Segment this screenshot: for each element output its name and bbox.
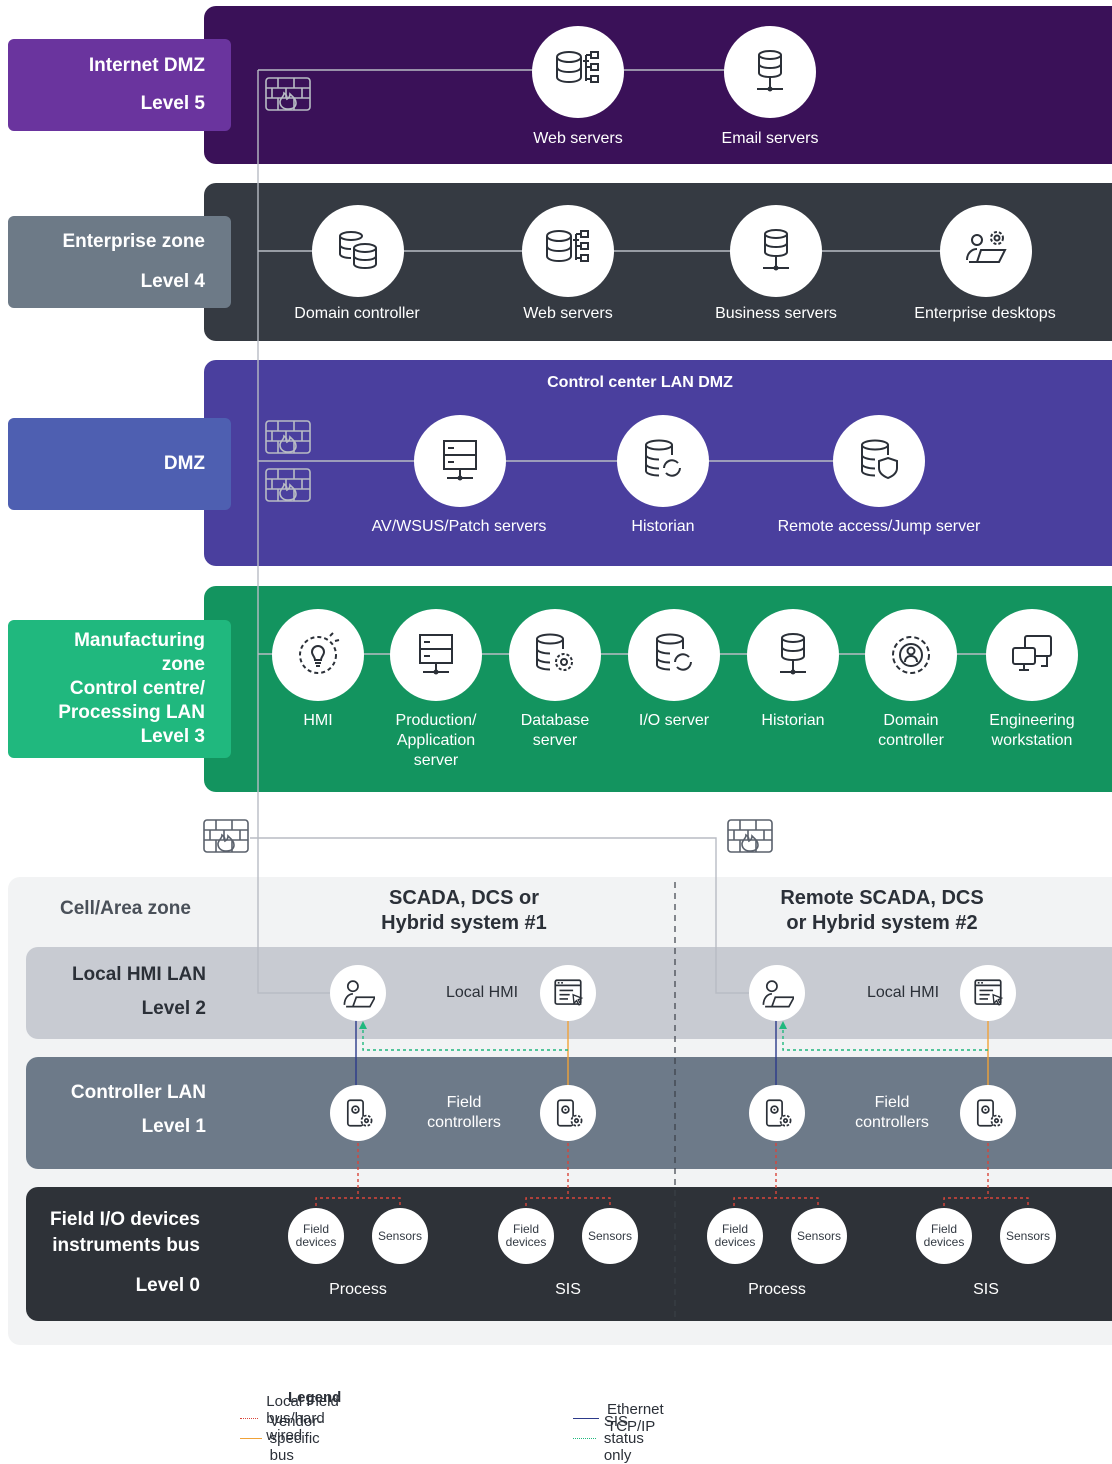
legend-item-ethernet: Ethernet TCP/IP — [573, 1401, 678, 1435]
node-label: Production/ Application server — [395, 712, 477, 769]
legend-item-fieldbus: Local Field bus/hard wired — [240, 1393, 346, 1444]
node-label: Database server — [520, 712, 590, 749]
node-label: Web servers — [523, 305, 613, 322]
business-servers-icon — [730, 205, 822, 297]
cell-zone-label: Cell/Area zone — [60, 898, 191, 919]
operator-icon — [749, 965, 805, 1021]
field-devices-node: Field devices — [707, 1208, 763, 1264]
sis-label: SIS — [555, 1281, 581, 1298]
hmi-screen-icon — [960, 965, 1016, 1021]
domain-controller-icon — [865, 609, 957, 701]
node-label: Remote access/Jump server — [777, 518, 981, 535]
local-hmi-label: Local HMI — [445, 984, 519, 1001]
level1-tag: Controller LAN Level 1 — [70, 1082, 206, 1137]
field-controller-icon — [960, 1085, 1016, 1141]
database-server-icon — [509, 609, 601, 701]
field-controllers-label: Field controllers — [427, 1094, 501, 1131]
local-hmi-label: Local HMI — [866, 984, 940, 1001]
hmi-icon — [272, 609, 364, 701]
node-label: Web servers — [533, 130, 623, 147]
process-label: Process — [329, 1281, 387, 1298]
firewall-icon — [202, 818, 250, 859]
engineering-workstation-icon — [986, 609, 1078, 701]
level5-band — [204, 6, 1112, 164]
sensors-node: Sensors — [582, 1208, 638, 1264]
web-servers-icon — [532, 26, 624, 118]
node-label: AV/WSUS/Patch servers — [371, 518, 547, 535]
node-label: HMI — [303, 712, 333, 729]
field-controllers-label: Field controllers — [855, 1094, 929, 1131]
email-servers-icon — [724, 26, 816, 118]
firewall-icon — [726, 818, 774, 859]
domain-controller-icon — [312, 205, 404, 297]
io-server-icon — [628, 609, 720, 701]
legend-title: Legend — [288, 1389, 342, 1406]
node-label: I/O server — [638, 712, 710, 729]
node-label: Engineering workstation — [989, 712, 1075, 749]
sis-label: SIS — [973, 1281, 999, 1298]
firewall-icon — [264, 76, 312, 117]
level5-tag: Internet DMZ Level 5 — [8, 39, 231, 131]
system2-title: Remote SCADA, DCS or Hybrid system #2 — [780, 887, 984, 934]
process-label: Process — [748, 1281, 806, 1298]
dmz-tag: DMZ — [8, 418, 231, 510]
legend-item-vendor: Vendor-specific bus — [240, 1413, 341, 1464]
system1-title: SCADA, DCS or Hybrid system #1 — [381, 887, 547, 934]
node-label: Domain controller — [294, 305, 420, 322]
node-label: Historian — [761, 712, 825, 729]
field-devices-node: Field devices — [916, 1208, 972, 1264]
application-server-icon — [390, 609, 482, 701]
field-controller-icon — [330, 1085, 386, 1141]
sensors-node: Sensors — [372, 1208, 428, 1264]
patch-servers-icon — [414, 415, 506, 507]
historian-icon — [747, 609, 839, 701]
enterprise-desktops-icon — [940, 205, 1032, 297]
level4-tag: Enterprise zone Level 4 — [8, 216, 231, 308]
operator-icon — [330, 965, 386, 1021]
node-label: Email servers — [721, 130, 819, 147]
node-label: Historian — [631, 518, 695, 535]
dmz-title: Control center LAN DMZ — [547, 374, 733, 391]
sensors-node: Sensors — [791, 1208, 847, 1264]
level3-tag: Manufacturing zone Control centre/ Proce… — [8, 620, 231, 758]
field-devices-node: Field devices — [498, 1208, 554, 1264]
jump-server-icon — [833, 415, 925, 507]
firewall-icon — [264, 419, 312, 460]
hmi-screen-icon — [540, 965, 596, 1021]
firewall-icon — [264, 467, 312, 508]
node-label: Enterprise desktops — [914, 305, 1056, 322]
node-label: Domain controller — [878, 712, 944, 749]
historian-icon — [617, 415, 709, 507]
level0-tag: Field I/O devices instruments bus Level … — [50, 1209, 200, 1296]
node-label: Business servers — [715, 305, 837, 322]
field-devices-node: Field devices — [288, 1208, 344, 1264]
legend-item-sis-status: SIS status only — [573, 1413, 661, 1464]
field-controller-icon — [540, 1085, 596, 1141]
level2-tag: Local HMI LAN Level 2 — [71, 964, 206, 1019]
web-servers-icon — [522, 205, 614, 297]
field-controller-icon — [749, 1085, 805, 1141]
sensors-node: Sensors — [1000, 1208, 1056, 1264]
